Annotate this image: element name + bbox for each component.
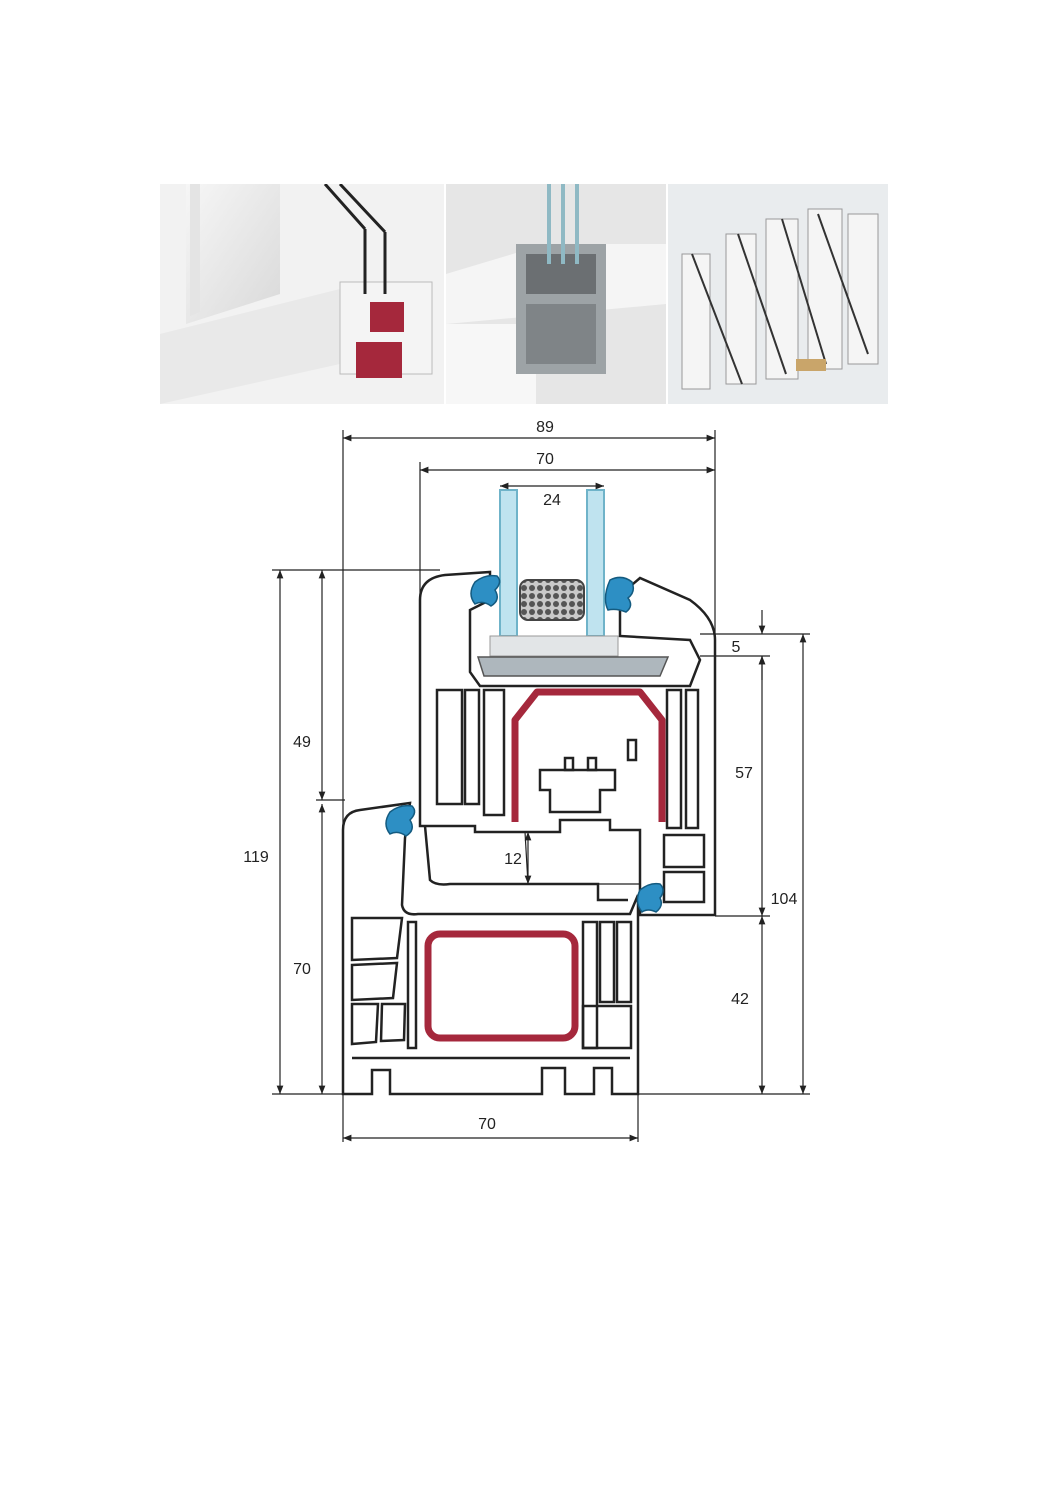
- dim-sash-visible-label: 57: [735, 765, 753, 782]
- gasket-sash-left: [470, 574, 501, 607]
- frame-profile: [341, 801, 640, 1096]
- sash-reinforcement: [511, 688, 666, 822]
- gasket-frame-right: [636, 882, 664, 914]
- frame-reinforcement: [424, 930, 579, 1042]
- dim-total-right-label: 104: [771, 891, 798, 908]
- dim-frame-visible-label: 42: [731, 991, 749, 1008]
- dim-frame-width-label: 70: [478, 1116, 496, 1133]
- dim-frame-height-label: 70: [293, 961, 311, 978]
- glazing-bead: [476, 656, 670, 677]
- window-section-photo: [446, 184, 666, 404]
- dim-glazing-label: 24: [543, 492, 561, 509]
- glass-units: [489, 489, 619, 657]
- window-profiles-group-photo: [668, 184, 888, 404]
- window-corner-photo: [160, 184, 444, 404]
- dim-rebate-label: 5: [732, 639, 741, 656]
- spacer-bar-desiccant: [519, 579, 585, 621]
- dim-gap-label: 12: [504, 851, 522, 868]
- sash-profile: [418, 570, 717, 917]
- gaskets: [385, 574, 664, 914]
- dim-sash-height-label: 49: [293, 734, 311, 751]
- dim-overall-height-label: 119: [243, 849, 269, 866]
- dim-overall-width-label: 89: [536, 419, 554, 436]
- dim-sash-width-label: 70: [536, 451, 554, 468]
- gasket-frame-left: [385, 804, 416, 837]
- gasket-sash-right: [604, 576, 635, 613]
